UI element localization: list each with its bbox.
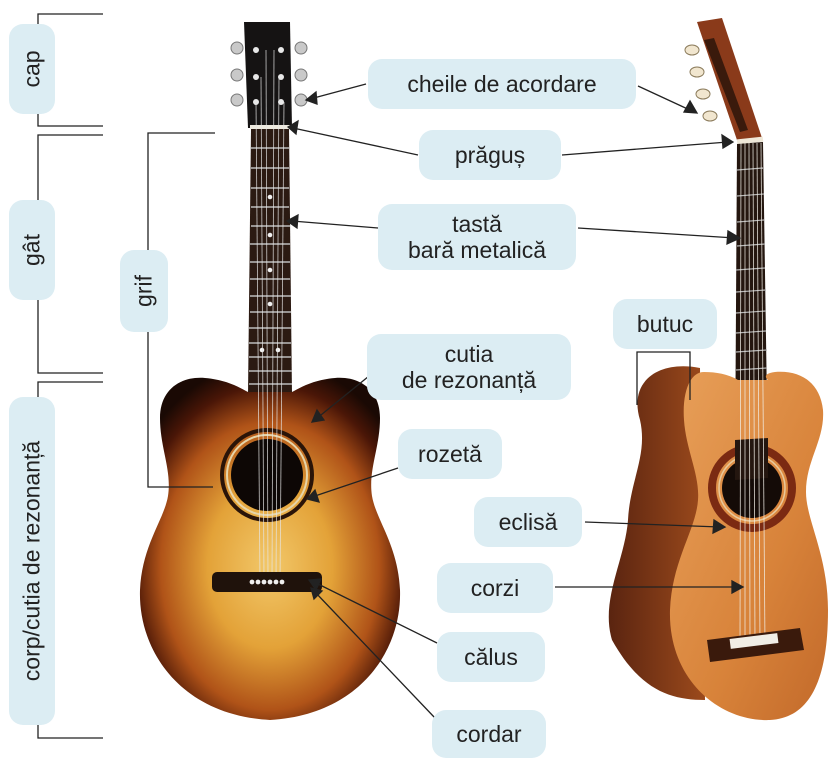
acoustic-bridge-pins <box>249 579 285 585</box>
label-grif: grif <box>120 250 168 332</box>
label-grif-text: grif <box>130 275 157 307</box>
acoustic-guitar <box>139 22 401 720</box>
classical-guitar <box>608 18 828 721</box>
label-eclisa: eclisă <box>474 497 582 547</box>
acoustic-body <box>139 377 401 720</box>
leader-lines <box>285 83 745 719</box>
label-corzi: corzi <box>437 563 553 613</box>
acoustic-headstock <box>244 22 292 128</box>
label-praguș: prăguș <box>419 130 561 180</box>
acoustic-nut <box>250 125 290 129</box>
label-cap: cap <box>9 24 55 114</box>
classical-tuning-pegs <box>684 44 718 122</box>
label-gat-text: gât <box>18 234 45 266</box>
label-cutia-line2: de rezonanță <box>401 367 537 393</box>
acoustic-frets <box>249 147 292 385</box>
label-cordar: cordar <box>432 710 546 758</box>
classical-body <box>669 371 828 721</box>
acoustic-inlays <box>259 194 281 353</box>
acoustic-rosette <box>220 428 314 522</box>
label-corp-text: corp/cutia de rezonanță <box>18 440 45 682</box>
label-cutia-line1: cutia <box>444 341 494 367</box>
label-cutia: cutia de rezonanță <box>367 334 571 400</box>
label-cheile-de-acordare: cheile de acordare <box>368 59 636 109</box>
acoustic-tuning-pegs <box>230 41 308 107</box>
label-tasta-line2: bară metalică <box>407 237 547 263</box>
label-gat: gât <box>9 200 55 300</box>
label-corp: corp/cutia de rezonanță <box>9 397 55 725</box>
label-calus: călus <box>437 632 545 682</box>
label-tasta-line1: tastă <box>452 211 502 237</box>
acoustic-soundhole <box>231 439 303 511</box>
label-butuc: butuc <box>613 299 717 349</box>
label-tasta: tastă bară metalică <box>378 204 576 270</box>
label-cap-text: cap <box>18 50 45 88</box>
classical-strings <box>739 142 766 646</box>
label-rozeta: rozetă <box>398 429 502 479</box>
acoustic-bridge <box>212 572 322 592</box>
acoustic-strings <box>255 49 285 583</box>
